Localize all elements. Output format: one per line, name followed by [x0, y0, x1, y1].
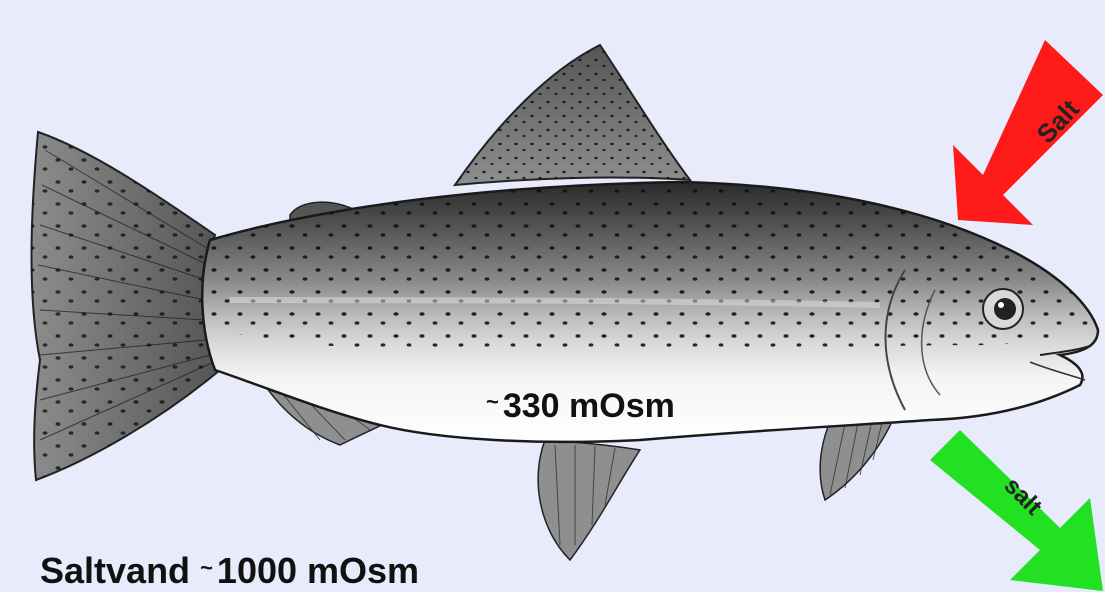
salt-out-arrow: salt: [930, 430, 1103, 591]
pelvic-fin: [538, 440, 640, 560]
dorsal-fin: [455, 45, 690, 185]
seawater-name: Saltvand: [40, 550, 190, 591]
tail-fin: [32, 132, 221, 480]
tilde-symbol: ~: [200, 555, 213, 580]
internal-osmolarity-value: 330 mOsm: [503, 387, 675, 425]
seawater-label: Saltvand ~1000 mOsm: [40, 550, 419, 592]
internal-osmolarity-label: ~330 mOsm: [486, 387, 675, 426]
eye: [983, 289, 1023, 329]
salt-in-arrow: Salt: [953, 40, 1103, 225]
tilde-symbol: ~: [486, 389, 499, 414]
seawater-osmolarity-value: 1000 mOsm: [217, 550, 419, 591]
